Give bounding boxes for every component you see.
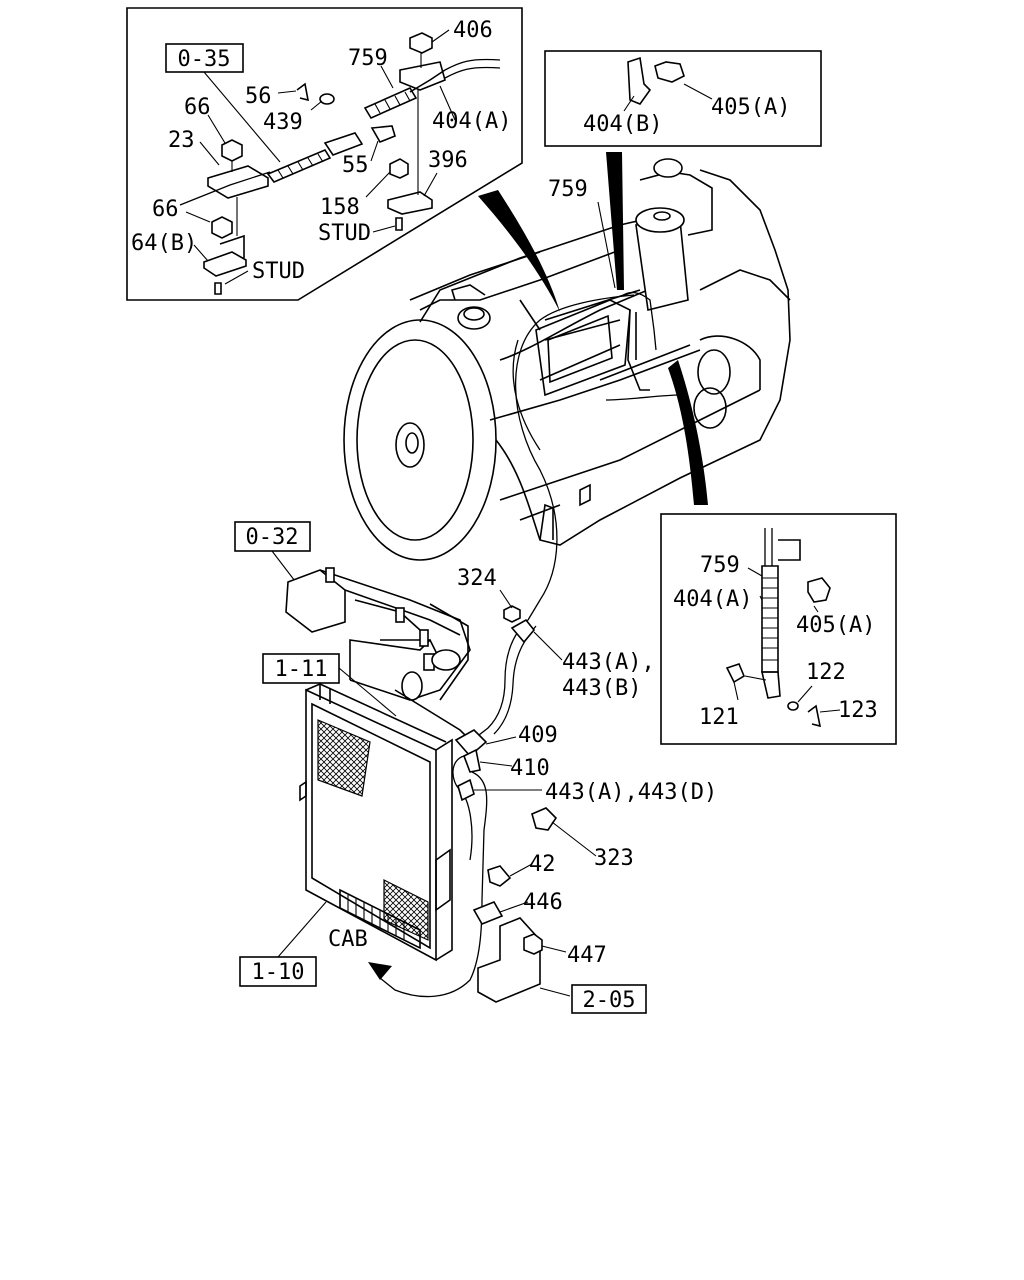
nut-158[interactable]	[389, 158, 409, 179]
nut-406[interactable]	[409, 32, 433, 54]
label-404a-detail: 404(A)	[432, 109, 511, 134]
bolt-405a-top[interactable]	[654, 61, 685, 83]
label-759-detail-br: 759	[700, 553, 740, 578]
label-443ab-a: 443(A),	[562, 650, 655, 675]
label-410: 410	[510, 756, 550, 781]
clip-123[interactable]	[807, 704, 822, 728]
label-123: 123	[838, 698, 878, 723]
bracket-404b[interactable]	[627, 56, 652, 105]
ref-box-2-05[interactable]	[571, 984, 647, 1014]
clip-443[interactable]	[510, 618, 536, 644]
engine	[343, 158, 791, 621]
pointer-top	[606, 152, 624, 290]
nut-66-lower[interactable]	[211, 216, 233, 239]
label-64b: 64(B)	[131, 231, 197, 256]
label-stud-upper: STUD	[318, 221, 371, 246]
detail-frame-top-right: 404(B) 405(A)	[544, 50, 822, 147]
label-443ad: 443(A),443(D)	[545, 780, 717, 805]
label-396: 396	[428, 148, 468, 173]
ref-label-1-10: 1-10	[252, 960, 305, 985]
cable-boot-upper	[363, 86, 418, 120]
label-404b: 404(B)	[583, 112, 662, 137]
stud-upper[interactable]	[395, 217, 403, 231]
label-439: 439	[263, 110, 303, 135]
label-409: 409	[518, 723, 558, 748]
intake-manifold: 0-32	[234, 521, 471, 741]
label-cab: CAB	[328, 927, 368, 952]
washer-122[interactable]	[787, 701, 799, 711]
label-122: 122	[806, 660, 846, 685]
bracket-64b[interactable]	[203, 251, 247, 277]
cable-boot-lower	[266, 148, 332, 183]
stud-lower[interactable]	[214, 282, 222, 295]
bolt-121[interactable]	[725, 663, 746, 684]
label-66-upper: 66	[184, 95, 211, 120]
detail-frame-bottom-right: 759 404(A) 405(A) 122 121 123	[660, 513, 897, 745]
label-405a-detail-br: 405(A)	[796, 613, 875, 638]
label-42: 42	[529, 852, 556, 877]
arrow-cab	[368, 962, 392, 980]
nut-447[interactable]	[523, 933, 543, 955]
label-23: 23	[168, 128, 195, 153]
bolt-42[interactable]	[487, 865, 512, 887]
cable-routing	[368, 589, 597, 1003]
label-66-lower: 66	[152, 197, 179, 222]
label-443ab-b: 443(B)	[562, 676, 641, 701]
ref-label-0-32: 0-32	[246, 525, 299, 550]
clamp-446[interactable]	[472, 900, 504, 926]
label-404a-detail-br: 404(A)	[673, 587, 752, 612]
ref-label-2-05: 2-05	[583, 988, 636, 1013]
clip-56[interactable]	[296, 82, 310, 102]
radiator: 1-11 1-10	[239, 653, 453, 987]
label-759-main: 759	[548, 177, 588, 202]
nut-324[interactable]	[503, 605, 521, 623]
label-446: 446	[523, 890, 563, 915]
label-55: 55	[342, 153, 369, 178]
label-158: 158	[320, 195, 360, 220]
pointer-left	[478, 190, 560, 312]
nut-66-upper[interactable]	[221, 139, 243, 162]
label-447: 447	[567, 943, 607, 968]
detail-frame-left: 0-35	[126, 7, 523, 301]
ref-label-1-11: 1-11	[275, 657, 328, 682]
clamp-409[interactable]	[454, 729, 488, 758]
bolt-323[interactable]	[531, 807, 558, 831]
bracket-2-05[interactable]	[477, 917, 541, 1003]
label-121: 121	[699, 705, 739, 730]
label-405a-top: 405(A)	[711, 95, 790, 120]
bolt-405a-detail[interactable]	[807, 577, 831, 603]
ref-label-0-35: 0-35	[178, 47, 231, 72]
clip-443d[interactable]	[457, 778, 475, 802]
label-759-detail: 759	[348, 46, 388, 71]
pin-55[interactable]	[370, 125, 396, 144]
label-stud-lower: STUD	[252, 259, 305, 284]
boot-404a-detail[interactable]	[761, 565, 779, 673]
bracket-396[interactable]	[387, 191, 433, 215]
clip-410[interactable]	[462, 748, 481, 773]
label-406: 406	[453, 18, 493, 43]
bracket-23[interactable]	[207, 165, 269, 199]
label-323: 323	[594, 846, 634, 871]
washer-439[interactable]	[319, 93, 335, 105]
label-324: 324	[457, 566, 497, 591]
label-56: 56	[245, 84, 272, 109]
